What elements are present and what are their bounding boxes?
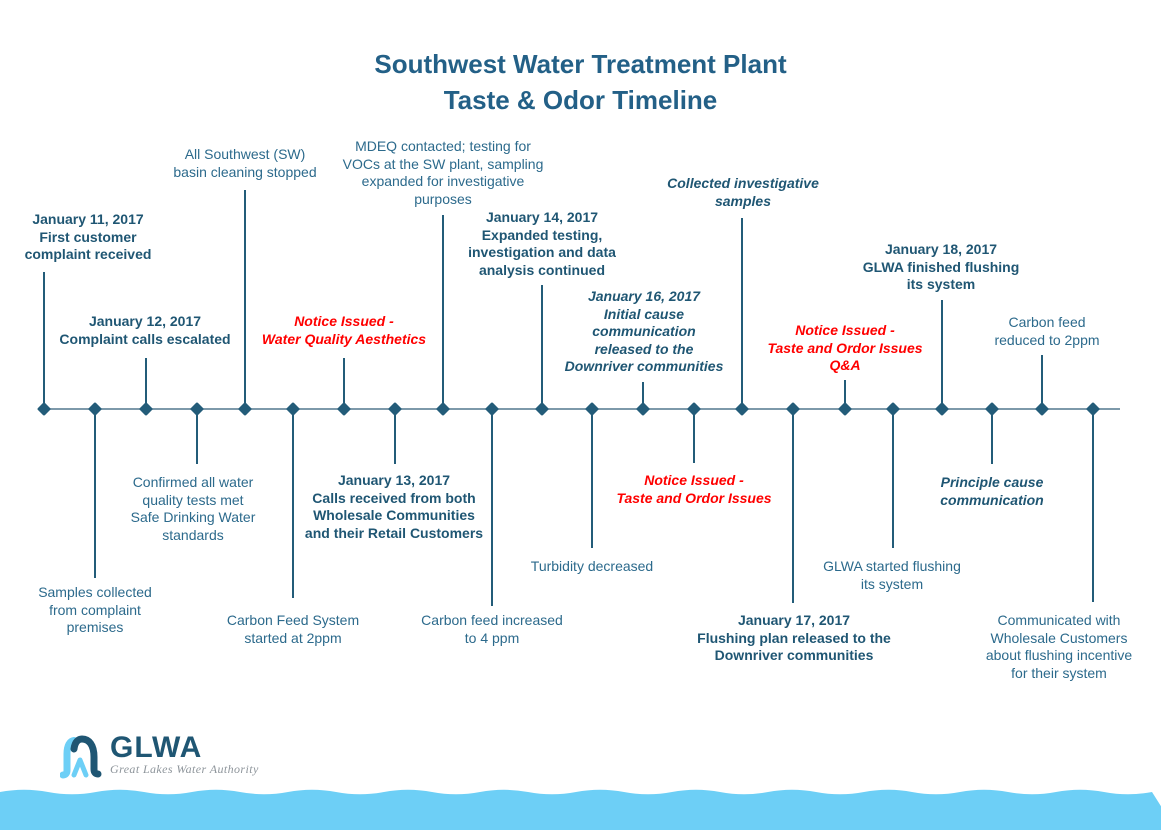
- event-label: Notice Issued -Taste and Ordor Issues: [616, 472, 772, 506]
- event-connector: [941, 300, 943, 409]
- event-connector: [94, 409, 96, 578]
- event-marker-diamond: [336, 401, 352, 417]
- event-connector: [43, 272, 45, 409]
- event-connector: [844, 380, 846, 409]
- event-connector: [541, 285, 543, 409]
- event-marker-diamond: [138, 401, 154, 417]
- event-connector: [394, 409, 396, 464]
- event-marker-diamond: [1034, 401, 1050, 417]
- title-line2: Taste & Odor Timeline: [443, 85, 718, 115]
- event-label: Turbidity decreased: [530, 558, 654, 574]
- event-connector: [343, 358, 345, 409]
- event-marker-diamond: [435, 401, 451, 417]
- title-line1: Southwest Water Treatment Plant: [374, 49, 787, 79]
- event-connector: [642, 382, 644, 409]
- event-connector: [145, 358, 147, 409]
- event-marker-diamond: [87, 401, 103, 417]
- event-label: All Southwest (SW)basin cleaning stopped: [173, 146, 317, 180]
- event-connector: [591, 409, 593, 548]
- event-marker-diamond: [1085, 401, 1101, 417]
- glwa-logo-text: GLWA Great Lakes Water Authority: [110, 731, 259, 776]
- event-connector: [991, 409, 993, 464]
- event-marker-diamond: [36, 401, 52, 417]
- event-connector: [442, 215, 444, 409]
- glwa-logo-icon: [60, 735, 102, 779]
- event-connector: [292, 409, 294, 598]
- event-connector: [693, 409, 695, 463]
- event-marker-diamond: [885, 401, 901, 417]
- event-marker-diamond: [934, 401, 950, 417]
- event-connector: [1092, 409, 1094, 602]
- glwa-logo-tagline: Great Lakes Water Authority: [110, 762, 259, 776]
- event-marker-diamond: [785, 401, 801, 417]
- event-connector: [741, 218, 743, 409]
- event-connector: [1041, 355, 1043, 409]
- event-connector: [491, 409, 493, 606]
- event-connector: [792, 409, 794, 603]
- event-marker-diamond: [237, 401, 253, 417]
- event-marker-diamond: [635, 401, 651, 417]
- event-marker-diamond: [734, 401, 750, 417]
- event-marker-diamond: [584, 401, 600, 417]
- event-marker-diamond: [189, 401, 205, 417]
- timeline-axis: [40, 408, 1120, 410]
- glwa-logo: GLWA Great Lakes Water Authority: [60, 733, 259, 779]
- event-connector: [196, 409, 198, 464]
- glwa-logo-acronym: GLWA: [110, 731, 203, 764]
- event-marker-diamond: [285, 401, 301, 417]
- event-connector: [892, 409, 894, 548]
- event-marker-diamond: [984, 401, 1000, 417]
- footer-wave: [0, 789, 1161, 830]
- event-marker-diamond: [484, 401, 500, 417]
- event-marker-diamond: [534, 401, 550, 417]
- event-marker-diamond: [686, 401, 702, 417]
- event-label: Notice Issued -Water Quality Aesthetics: [261, 313, 427, 347]
- event-marker-diamond: [837, 401, 853, 417]
- event-marker-diamond: [387, 401, 403, 417]
- event-connector: [244, 190, 246, 409]
